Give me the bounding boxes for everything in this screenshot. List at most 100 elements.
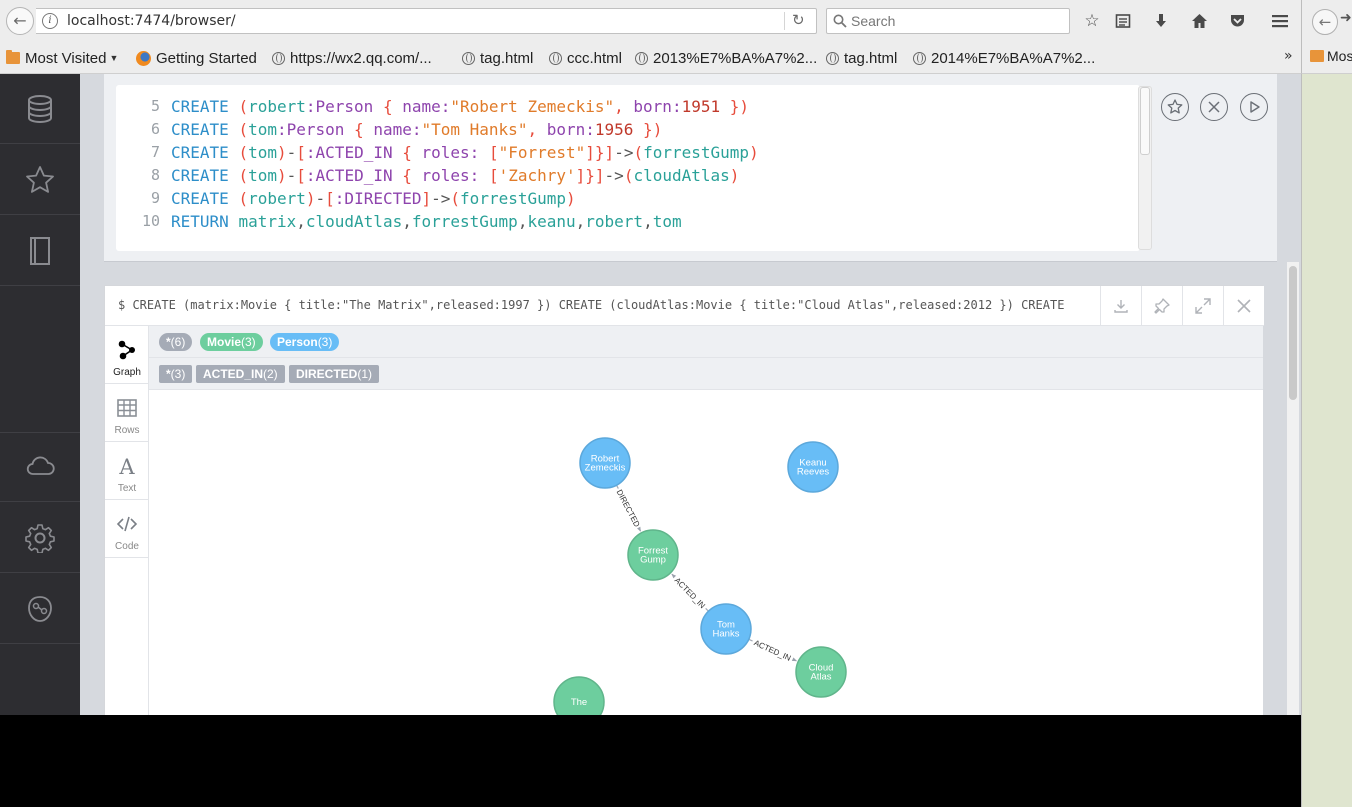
bookmark-getting-started[interactable]: Getting Started <box>136 48 257 68</box>
rel-type-pill-all[interactable]: *(3) <box>159 365 193 383</box>
pill-count: (6) <box>170 335 186 349</box>
graph-node-matrix[interactable]: The <box>553 676 605 715</box>
editor-scrollbar-thumb[interactable] <box>1140 87 1150 155</box>
node-circle[interactable] <box>627 529 679 581</box>
download-icon[interactable] <box>1150 10 1172 32</box>
clear-query-button[interactable] <box>1200 93 1228 121</box>
expand-button[interactable] <box>1182 286 1223 326</box>
folder-icon <box>1310 50 1324 62</box>
node-caption: Zemeckis <box>585 463 626 474</box>
code-token: ) <box>276 166 287 185</box>
pocket-icon[interactable] <box>1226 10 1248 32</box>
node-circle[interactable] <box>700 603 752 655</box>
star-bookmark-icon[interactable]: ☆ <box>1084 11 1100 31</box>
bookmark-tag-html[interactable]: tag.html <box>462 48 533 68</box>
info-icon[interactable]: i <box>42 13 58 29</box>
code-token: ( <box>238 120 249 139</box>
menu-icon[interactable] <box>1269 10 1291 32</box>
code-text: CREATE (robert)-[:DIRECTED]->(forrestGum… <box>171 189 576 208</box>
code-token: :Person <box>276 120 355 139</box>
bookmark-ccc-html[interactable]: ccc.html <box>549 48 622 68</box>
pill-label: * <box>166 335 171 349</box>
node-circle[interactable] <box>553 676 605 715</box>
code-token: , <box>296 212 306 231</box>
code-token: -> <box>604 166 624 185</box>
search-placeholder: Search <box>851 13 896 29</box>
pin-button[interactable] <box>1141 286 1182 326</box>
code-token: :ACTED_IN <box>305 166 403 185</box>
favorite-query-button[interactable] <box>1161 93 1189 121</box>
about-button[interactable] <box>0 574 80 644</box>
node-caption: Hanks <box>713 629 740 640</box>
rel-type-pill-directed[interactable]: DIRECTED(1) <box>289 365 380 383</box>
tab-text[interactable]: A Text <box>105 442 149 500</box>
code-token: robert <box>585 212 644 231</box>
bookmark-tag-html-2[interactable]: tag.html <box>826 48 897 68</box>
bookmark-2014[interactable]: 2014%E7%BA%A7%2... <box>913 48 1095 68</box>
documents-button[interactable] <box>0 216 80 286</box>
code-token: ) <box>729 166 740 185</box>
relationship-label-bg <box>750 636 795 664</box>
back-button[interactable]: ← <box>6 7 34 35</box>
search-input[interactable]: Search <box>826 8 1070 34</box>
bookmarks-overflow-icon[interactable]: » <box>1284 48 1293 64</box>
code-token: keanu <box>527 212 576 231</box>
code-token: [ <box>296 143 306 162</box>
code-token: ( <box>450 189 461 208</box>
node-label-pill-all[interactable]: *(6) <box>159 333 193 351</box>
node-caption: Reeves <box>797 467 829 478</box>
bookmark-label: 2013%E7%BA%A7%2... <box>653 49 818 67</box>
database-button[interactable] <box>0 74 80 144</box>
page-scrollbar[interactable] <box>1287 262 1299 715</box>
editor-scrollbar[interactable] <box>1138 86 1152 250</box>
bookmark-label: Most Visited <box>25 49 107 67</box>
bookmark-most-visited[interactable]: Most Visited ▼ <box>6 48 118 68</box>
reload-icon[interactable]: ↻ <box>792 11 805 29</box>
code-token: roles: <box>421 166 489 185</box>
node-caption: Forrest <box>638 546 668 557</box>
close-icon <box>1237 299 1251 313</box>
node-circle[interactable] <box>787 441 839 493</box>
run-query-button[interactable] <box>1240 93 1268 121</box>
close-frame-button[interactable] <box>1223 286 1264 326</box>
settings-button[interactable] <box>0 503 80 573</box>
tab-code[interactable]: Code <box>105 500 149 558</box>
page-scrollbar-thumb[interactable] <box>1289 266 1297 400</box>
tab-rows[interactable]: Rows <box>105 384 149 442</box>
table-icon <box>117 399 137 417</box>
url-bar[interactable]: i localhost:7474/browser/ ↻ <box>36 8 817 34</box>
download-button[interactable] <box>1100 286 1141 326</box>
favorites-button[interactable] <box>0 145 80 215</box>
home-icon[interactable] <box>1188 10 1210 32</box>
code-token: tom <box>652 212 682 231</box>
code-token: ) <box>305 189 316 208</box>
cloud-button[interactable] <box>0 432 80 502</box>
code-token: , <box>517 212 528 231</box>
bookmark-2013[interactable]: 2013%E7%BA%A7%2... <box>635 48 817 68</box>
result-query-text[interactable]: $ CREATE (matrix:Movie { title:"The Matr… <box>118 298 1068 312</box>
node-label-pill-person[interactable]: Person(3) <box>270 333 340 351</box>
bookmarks-bar: Most Visited ▼ Getting Started https://w… <box>0 42 1301 74</box>
code-token: , <box>402 212 412 231</box>
code-token: ( <box>238 166 249 185</box>
node-label-pill-movie[interactable]: Movie(3) <box>200 333 263 351</box>
node-circle[interactable] <box>795 646 847 698</box>
node-caption: Robert <box>591 454 620 465</box>
code-token: CREATE <box>171 166 239 185</box>
code-text: CREATE (tom:Person { name:"Tom Hanks", b… <box>171 120 662 139</box>
bookmark-wx2[interactable]: https://wx2.qq.com/... <box>272 48 432 68</box>
rel-type-pill-acted-in[interactable]: ACTED_IN(2) <box>196 365 285 383</box>
tab-graph[interactable]: Graph <box>105 326 149 384</box>
node-circle[interactable] <box>579 437 631 489</box>
code-token: , <box>643 212 653 231</box>
reader-view-icon[interactable] <box>1112 10 1134 32</box>
